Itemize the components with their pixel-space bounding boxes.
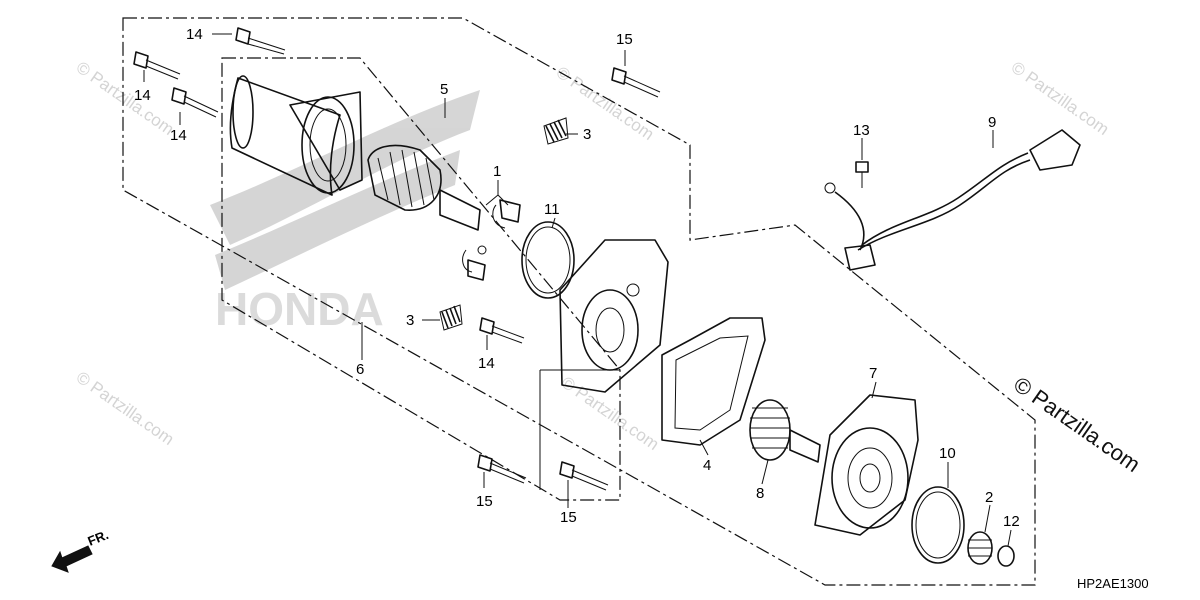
- brush-set: [462, 199, 521, 281]
- callout-15-lower-right: 15: [560, 509, 577, 526]
- bolt-14-left-upper: [133, 51, 181, 80]
- callout-15-top: 15: [616, 31, 633, 48]
- pinion-gear-2: [967, 531, 993, 565]
- bolt-15-lower-left: [477, 454, 527, 484]
- bolt-14-left-lower: [171, 87, 219, 118]
- callout-2: 2: [985, 489, 993, 506]
- motor-case-group-outline: [221, 57, 621, 501]
- callout-3-upper: 3: [583, 126, 591, 143]
- starter-motor-group-outline: [122, 17, 1036, 586]
- callout-11: 11: [544, 201, 560, 218]
- spring-upper: [543, 117, 569, 145]
- spring-lower: [439, 304, 463, 331]
- callout-5: 5: [440, 81, 448, 98]
- bolt-15-lower-right: [559, 461, 609, 491]
- circlip-12: [997, 545, 1015, 567]
- watermark-text: © Partzilla.com: [553, 63, 658, 144]
- callout-14-left-lower: 14: [170, 127, 187, 144]
- bolt-15-top: [611, 67, 661, 98]
- callout-14-top: 14: [186, 26, 203, 43]
- watermark-text: © Partzilla.com: [558, 373, 663, 454]
- callout-9: 9: [988, 114, 996, 131]
- callout-3-lower: 3: [406, 312, 414, 329]
- bolt-14-middle: [479, 317, 525, 344]
- callout-labels: 14 14 14 5 3 1 11 3 14 6 15 15 15 4 7 8 …: [134, 26, 1020, 530]
- gasket-4: [661, 317, 766, 446]
- direction-label: FR.: [86, 527, 111, 549]
- brand-wing-logo: HONDA: [210, 90, 480, 335]
- direction-arrow-icon: [51, 545, 93, 573]
- bolt-14-top: [235, 27, 286, 55]
- starter-cable-9: [824, 129, 1081, 271]
- callout-14-left-upper: 14: [134, 87, 151, 104]
- o-ring-11-inner: [525, 226, 571, 294]
- reduction-gear-8: [749, 399, 821, 463]
- ground-bolt-13: [855, 161, 869, 188]
- figure-code: HP2AE1300: [1077, 576, 1149, 591]
- svg-text:HONDA: HONDA: [215, 283, 384, 335]
- callout-13: 13: [853, 122, 870, 139]
- watermark-text: © Partzilla.com: [1008, 58, 1113, 139]
- callout-14-middle: 14: [478, 355, 495, 372]
- o-ring-10-inner: [915, 491, 961, 559]
- callout-1: 1: [493, 163, 501, 180]
- watermark-text: © Partzilla.com: [73, 58, 178, 139]
- callout-4: 4: [703, 457, 711, 474]
- callout-8: 8: [756, 485, 764, 502]
- callout-15-lower-left: 15: [476, 493, 493, 510]
- armature: [367, 144, 481, 231]
- starter-end-cover: [559, 239, 669, 393]
- watermark-text: © Partzilla.com: [73, 368, 178, 449]
- callout-6: 6: [356, 361, 364, 378]
- front-direction-indicator: FR.: [51, 527, 111, 573]
- leader-lines: [143, 33, 1012, 547]
- gear-cover-7: [814, 394, 919, 536]
- copyright-label: © Partzilla.com: [1009, 372, 1145, 478]
- callout-12: 12: [1003, 513, 1020, 530]
- o-ring-11: [521, 221, 575, 299]
- starter-motor-case: [229, 75, 363, 196]
- callout-10: 10: [939, 445, 956, 462]
- o-ring-10: [911, 486, 965, 564]
- callout-7: 7: [869, 365, 877, 382]
